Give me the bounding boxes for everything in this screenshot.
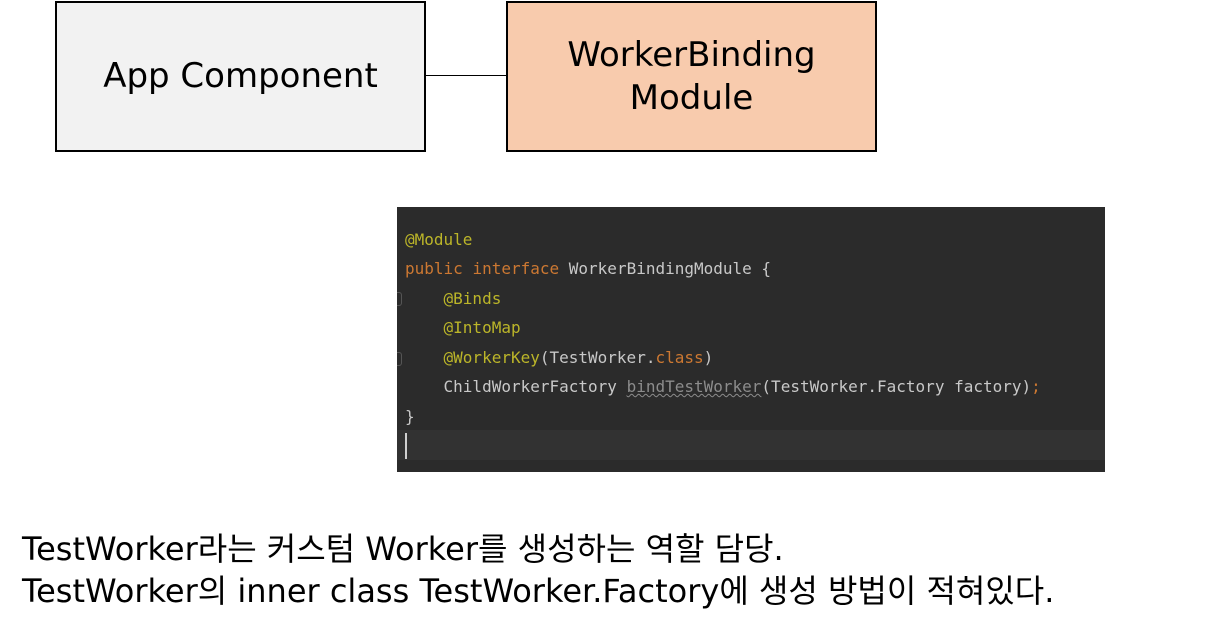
code-token xyxy=(463,259,473,278)
fold-marker-icon xyxy=(397,352,402,366)
description-line-1: TestWorker라는 커스텀 Worker를 생성하는 역할 담당. xyxy=(22,530,784,568)
code-token xyxy=(405,318,444,337)
code-screenshot: @Module public interface WorkerBindingMod… xyxy=(397,207,1105,472)
code-token: interface xyxy=(472,259,560,278)
code-token: ; xyxy=(1031,377,1041,396)
code-line: public interface WorkerBindingModule { xyxy=(405,254,771,284)
app-component-box: App Component xyxy=(55,1,426,152)
code-token: (TestWorker. xyxy=(539,348,656,367)
description-line-2: TestWorker의 inner class TestWorker.Facto… xyxy=(22,572,1055,610)
code-line: @WorkerKey(TestWorker.class) xyxy=(405,343,714,373)
code-line: @Module xyxy=(405,225,472,255)
code-token: WorkerBindingModule { xyxy=(559,259,772,278)
description: TestWorker라는 커스텀 Worker를 생성하는 역할 담당. Tes… xyxy=(22,528,1207,612)
code-token: bindTestWorker xyxy=(626,377,762,396)
fold-marker-icon xyxy=(397,292,402,306)
code-token: ChildWorkerFactory xyxy=(405,377,627,396)
code-token: @WorkerKey xyxy=(443,348,540,367)
code-line: @Binds xyxy=(405,284,502,314)
code-token: @Binds xyxy=(443,289,502,308)
code-token xyxy=(405,289,444,308)
connector-line xyxy=(426,75,506,76)
code-line: @IntoMap xyxy=(405,313,521,343)
worker-binding-module-box: WorkerBinding Module xyxy=(506,1,877,152)
code-token: @Module xyxy=(405,230,473,249)
code-token: public xyxy=(405,259,463,278)
code-line: ChildWorkerFactory bindTestWorker(TestWo… xyxy=(405,372,1041,402)
code-line: } xyxy=(405,402,415,432)
current-line-highlight xyxy=(397,430,1105,460)
code-token: ) xyxy=(703,348,714,367)
code-token: } xyxy=(405,407,415,426)
code-token: @IntoMap xyxy=(443,318,521,337)
worker-binding-module-label: WorkerBinding Module xyxy=(567,34,816,118)
app-component-label: App Component xyxy=(103,56,378,96)
code-token: class xyxy=(655,348,704,367)
code-token xyxy=(405,348,444,367)
text-cursor xyxy=(405,433,407,459)
code-token: (TestWorker.Factory factory) xyxy=(761,377,1032,396)
